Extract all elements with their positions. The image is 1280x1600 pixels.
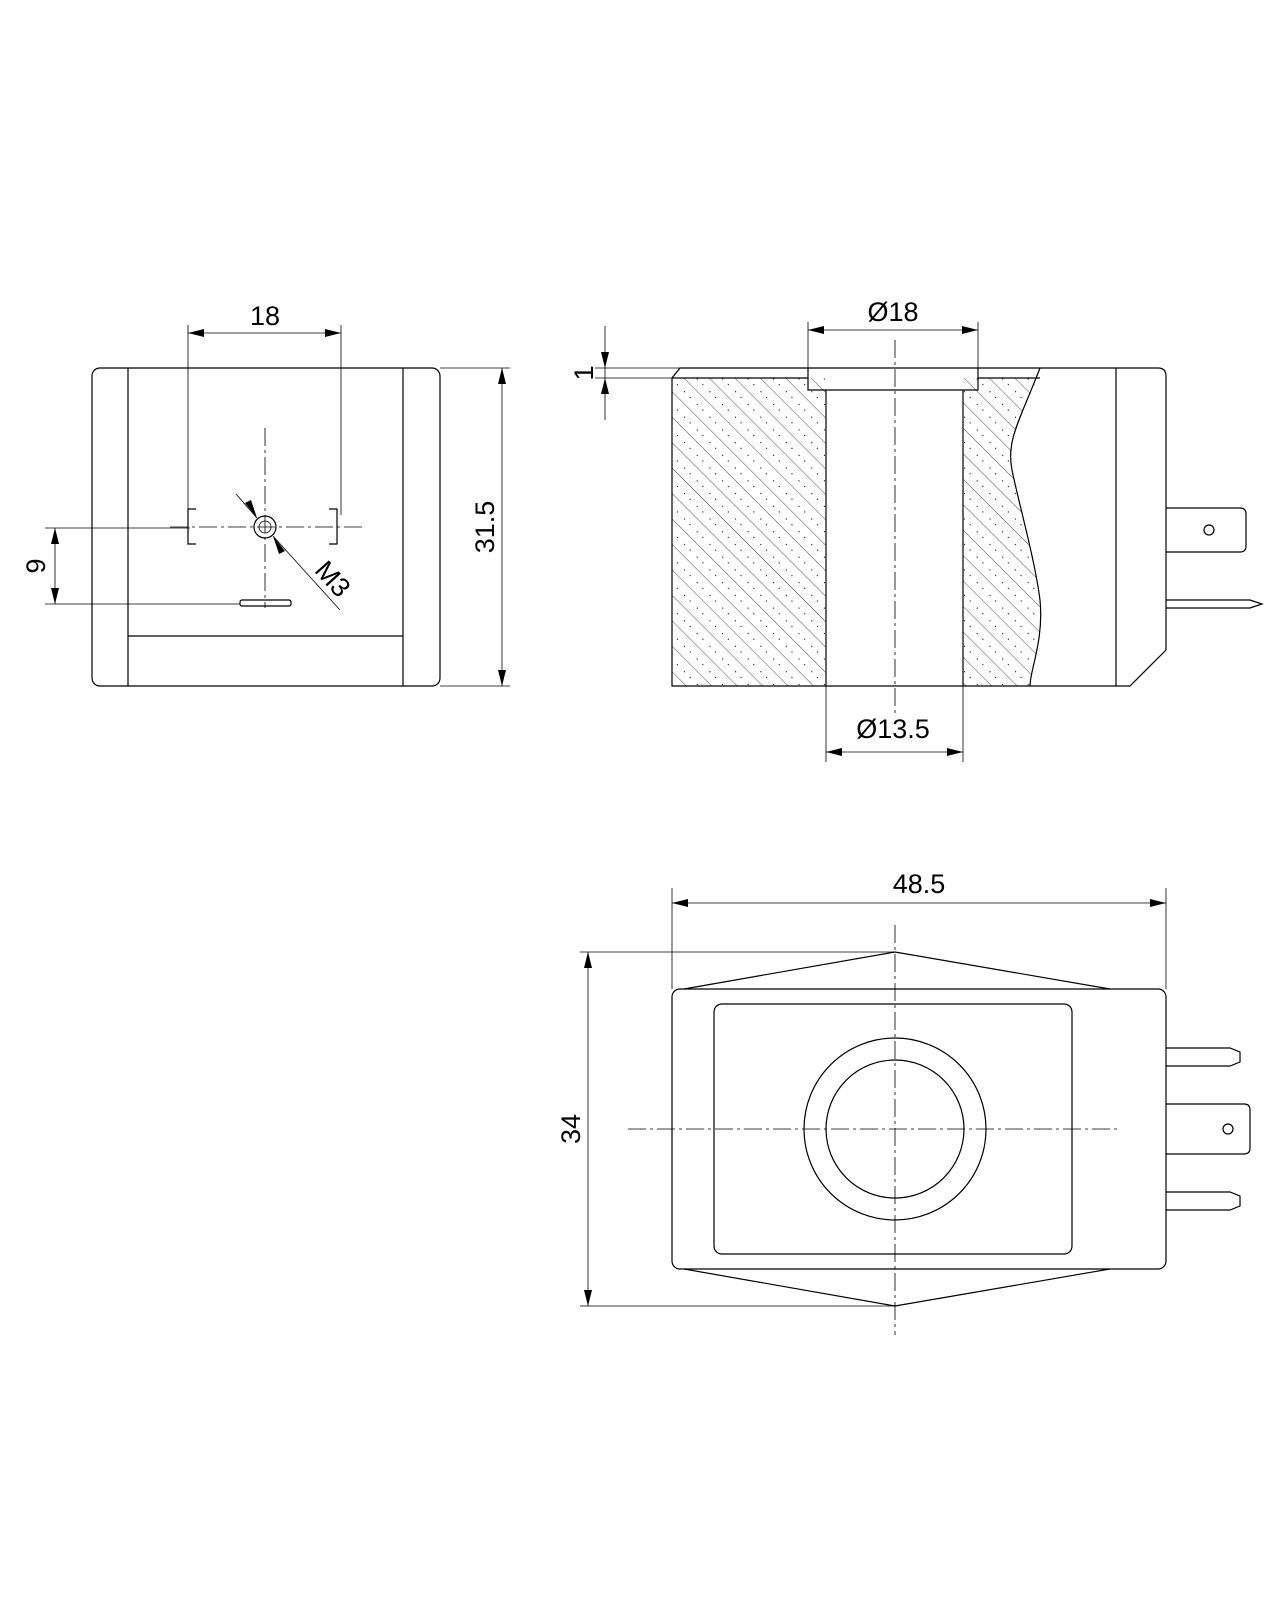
dim-overall-width: 34	[556, 951, 895, 1307]
dim-front-height: 31.5	[440, 367, 510, 687]
top-terminal-upper	[1166, 1047, 1241, 1067]
top-view: 48.5 34	[556, 869, 1251, 1335]
dim-top-step: 1	[569, 326, 735, 420]
m3-label: M3	[309, 555, 356, 603]
dim-top-step-label: 1	[569, 365, 599, 380]
front-body-outline	[91, 367, 441, 687]
dim-pin-spacing: 18	[187, 301, 342, 515]
earth-slot	[239, 599, 292, 607]
top-hex-upper	[683, 951, 1111, 990]
bore-step	[807, 368, 979, 391]
break-line	[1010, 367, 1042, 687]
right-terminal-clip	[329, 508, 338, 545]
section-body-outline	[671, 367, 1167, 687]
dim-pin-spacing-label: 18	[250, 301, 280, 331]
top-terminal-hole	[1222, 1123, 1234, 1135]
section-terminal-hole	[1203, 524, 1215, 536]
left-terminal-clip	[187, 508, 196, 545]
dim-overall-width-label: 34	[556, 1114, 586, 1144]
section-earth-pin	[1166, 599, 1264, 609]
dim-offset-9: 9	[21, 527, 240, 605]
section-terminal-blade	[1166, 507, 1247, 553]
dim-front-height-label: 31.5	[470, 501, 500, 554]
top-terminal-middle	[1166, 1103, 1251, 1155]
top-terminal-lower	[1166, 1191, 1241, 1211]
top-hex-lower	[683, 1268, 1111, 1307]
dim-overall-length-label: 48.5	[893, 869, 946, 899]
winding-hatch-left	[672, 378, 826, 686]
front-view: 18 31.5 9 M3	[21, 301, 510, 687]
dim-bore-diameter-label: Ø13.5	[856, 714, 930, 744]
dim-offset-9-label: 9	[21, 558, 51, 573]
section-view: 1 Ø18 Ø13.5	[569, 297, 1264, 762]
dim-outer-diameter-label: Ø18	[867, 297, 918, 327]
m3-leader: M3	[235, 493, 356, 611]
dim-outer-diameter: Ø18	[807, 297, 979, 368]
dim-bore-diameter: Ø13.5	[825, 686, 964, 762]
winding-hatch-right	[963, 378, 1041, 686]
dim-overall-length: 48.5	[671, 869, 1167, 989]
